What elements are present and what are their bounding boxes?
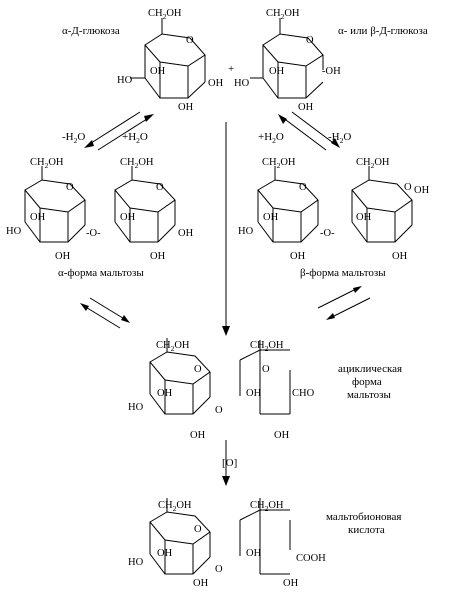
svg-text:HO: HO xyxy=(238,226,254,237)
svg-text:HO: HO xyxy=(128,557,144,568)
svg-text:O: O xyxy=(66,182,74,193)
acyclic-maltose-molecule: CH2OH O HO OH OH O CH2OH O OH CHO OH xyxy=(128,338,315,441)
svg-text:O: O xyxy=(194,524,202,535)
svg-text:OH: OH xyxy=(157,388,173,399)
svg-text:OH: OH xyxy=(290,251,306,262)
svg-text:O: O xyxy=(404,182,412,193)
second-glucose-molecule: CH2OH O HO OH OH -OH xyxy=(234,8,341,113)
svg-text:OH: OH xyxy=(150,251,166,262)
svg-text:CH2OH: CH2OH xyxy=(120,157,154,170)
svg-text:O: O xyxy=(194,364,202,375)
alpha-glucose-label: α-Д-глюкоза xyxy=(62,25,120,37)
oh-label: OH xyxy=(298,102,314,113)
alpha-maltose-molecule: CH2OH O HO OH OH -O- CH2OH O OH OH OH xyxy=(6,157,194,262)
oh-label: OH xyxy=(208,78,224,89)
maltobionic-acid-molecule: CH2OH O HO OH OH O CH2OH OH COOH OH xyxy=(128,498,326,589)
ch2oh-label: CH2OH xyxy=(148,8,182,21)
central-arrow xyxy=(222,122,230,336)
svg-text:OH: OH xyxy=(157,548,173,559)
oh-label: OH xyxy=(269,66,285,77)
svg-text:CH2OH: CH2OH xyxy=(250,340,284,353)
svg-text:OH: OH xyxy=(392,251,408,262)
minus-water-label: -H2O xyxy=(62,131,85,145)
plus-water-label: +H2O xyxy=(122,131,148,145)
svg-text:CH2OH: CH2OH xyxy=(30,157,64,170)
oh-label: OH xyxy=(150,66,166,77)
ho-label: HO xyxy=(117,75,133,86)
svg-text:OH: OH xyxy=(246,388,262,399)
svg-text:OH: OH xyxy=(356,212,372,223)
ring-oxygen: O xyxy=(306,35,314,46)
svg-text:OH: OH xyxy=(283,578,299,589)
svg-text:OH: OH xyxy=(30,212,46,223)
plus-water-label: +H2O xyxy=(258,131,284,145)
cho-label: CHO xyxy=(292,388,315,399)
svg-text:CH2OH: CH2OH xyxy=(156,340,190,353)
svg-text:OH: OH xyxy=(414,185,430,196)
acyclic-line1: ациклическая xyxy=(338,363,402,375)
svg-text:O: O xyxy=(215,405,223,416)
alpha-glucose-ring xyxy=(144,33,206,67)
oxidation-label: [O] xyxy=(222,457,237,469)
svg-text:O: O xyxy=(215,564,223,575)
svg-text:OH: OH xyxy=(263,212,279,223)
oxidation-arrow xyxy=(222,440,230,486)
svg-text:O: O xyxy=(299,182,307,193)
alpha-glucose-molecule: CH2OH O HO OH OH OH xyxy=(117,8,224,113)
svg-text:OH: OH xyxy=(120,212,136,223)
ch2oh-label: CH2OH xyxy=(266,8,300,21)
svg-text:-O-: -O- xyxy=(320,228,335,239)
ho-label: HO xyxy=(234,78,250,89)
right-equilibrium-arrows xyxy=(278,111,340,151)
left-equilibrium-arrows xyxy=(84,111,154,151)
second-glucose-ring xyxy=(262,33,324,67)
svg-text:OH: OH xyxy=(193,578,209,589)
minus-water-label: -H2O xyxy=(328,131,351,145)
plus-sign: + xyxy=(228,63,234,75)
cooh-label: COOH xyxy=(296,553,326,564)
alpha-or-beta-glucose-label: α- или β-Д-глюкоза xyxy=(338,25,428,37)
alpha-maltose-label: α-форма мальтозы xyxy=(58,267,144,279)
svg-text:CH2OH: CH2OH xyxy=(356,157,390,170)
maltobionic-line2: кислота xyxy=(348,524,385,536)
svg-text:CH2OH: CH2OH xyxy=(250,500,284,513)
svg-text:O: O xyxy=(262,364,270,375)
svg-text:HO: HO xyxy=(6,226,22,237)
svg-text:OH: OH xyxy=(178,228,194,239)
svg-text:CH2OH: CH2OH xyxy=(262,157,296,170)
alpha-to-acyclic-arrows xyxy=(80,297,130,329)
minus-oh-label: -OH xyxy=(322,66,341,77)
svg-text:OH: OH xyxy=(55,251,71,262)
svg-text:-O-: -O- xyxy=(86,228,101,239)
svg-text:OH: OH xyxy=(190,430,206,441)
acyclic-line2: форма xyxy=(352,376,382,388)
beta-maltose-molecule: CH2OH O HO OH OH -O- CH2OH O OH OH OH xyxy=(238,157,430,262)
beta-maltose-label: β-форма мальтозы xyxy=(300,267,386,279)
svg-text:OH: OH xyxy=(246,548,262,559)
svg-text:CH2OH: CH2OH xyxy=(158,500,192,513)
svg-text:OH: OH xyxy=(274,430,290,441)
svg-text:HO: HO xyxy=(128,402,144,413)
maltobionic-line1: мальтобионовая xyxy=(326,511,401,523)
ring-oxygen: O xyxy=(186,35,194,46)
acyclic-line3: мальтозы xyxy=(347,389,391,401)
beta-to-acyclic-arrows xyxy=(317,286,371,320)
svg-text:O: O xyxy=(156,182,164,193)
oh-label: OH xyxy=(178,102,194,113)
